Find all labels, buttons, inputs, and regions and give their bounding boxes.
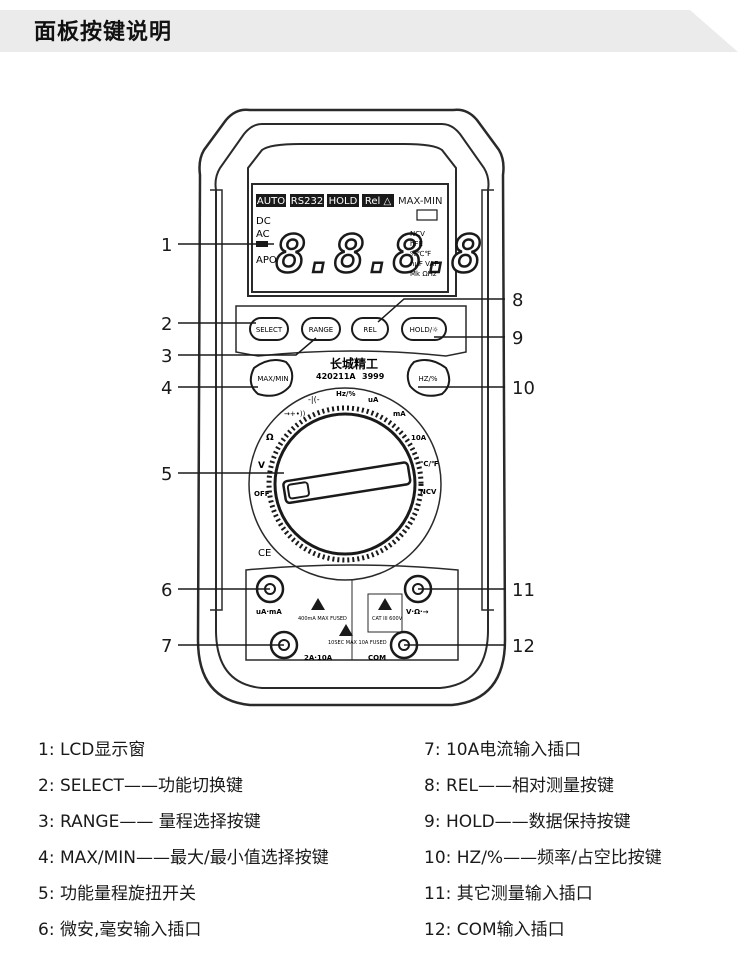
lcd-unit-ncv: NCV	[410, 230, 425, 238]
range-button[interactable]	[301, 317, 341, 341]
select-button[interactable]	[249, 317, 289, 341]
dial-ring-ticks	[266, 405, 424, 563]
svg-text:HOLD/☼: HOLD/☼	[410, 326, 439, 334]
title-banner	[0, 10, 738, 52]
svg-text:→+•)): →+•))	[284, 410, 306, 418]
warning-icon-v	[378, 598, 392, 610]
callout-1: 1	[161, 235, 172, 256]
callout-3: 3	[161, 346, 172, 367]
dial-ring-outer	[248, 387, 442, 581]
svg-text:10SEC MAX 10A FUSED: 10SEC MAX 10A FUSED	[328, 640, 387, 646]
svg-text:V: V	[258, 461, 265, 471]
lcd-apo: APO	[256, 255, 277, 266]
svg-text:mA: mA	[393, 410, 406, 418]
lcd-bezel	[247, 143, 457, 297]
warning-icon-10a	[339, 624, 353, 636]
lcd-auto: AUTO	[257, 196, 285, 207]
svg-text:Ω: Ω	[266, 433, 274, 443]
svg-text:CAT III 600V: CAT III 600V	[372, 616, 403, 622]
legend-item-10: 10: HZ/%——频率/占空比按键	[424, 848, 662, 868]
page-title: 面板按键说明	[34, 20, 173, 45]
svg-text:-|(-: -|(-	[308, 395, 320, 404]
svg-text:V·Ω·→: V·Ω·→	[406, 608, 429, 616]
svg-text:COM: COM	[368, 654, 386, 662]
legend-item-6: 6: 微安,毫安输入插口	[38, 920, 202, 940]
legend-item-7: 7: 10A电流输入插口	[424, 740, 582, 760]
svg-text:℃/℉: ℃/℉	[420, 460, 439, 468]
hold-button[interactable]	[401, 317, 447, 341]
lcd-hold: HOLD	[329, 196, 358, 207]
callout-2: 2	[161, 314, 172, 335]
callout-4: 4	[161, 378, 172, 399]
lcd-ac: AC	[256, 229, 270, 240]
legend-item-5: 5: 功能量程旋扭开关	[38, 884, 196, 904]
svg-text:REL: REL	[363, 326, 376, 334]
legend-item-2: 2: SELECT——功能切换键	[38, 776, 243, 796]
legend-item-8: 8: REL——相对测量按键	[424, 776, 614, 796]
lcd-rel: Rel △	[365, 196, 392, 207]
lcd-unit-hfe: hFE	[410, 240, 423, 248]
meter-outer-shell	[196, 108, 507, 707]
legend-right: 7: 10A电流输入插口 8: REL——相对测量按键 9: HOLD——数据保…	[424, 732, 662, 948]
legend-item-3: 3: RANGE—— 量程选择按键	[38, 812, 261, 832]
svg-text:400mA MAX FUSED: 400mA MAX FUSED	[298, 616, 347, 622]
svg-text:RANGE: RANGE	[309, 326, 333, 334]
legend-left: 1: LCD显示窗 2: SELECT——功能切换键 3: RANGE—— 量程…	[38, 732, 329, 948]
legend-item-12: 12: COM输入插口	[424, 920, 565, 940]
lcd-max-min: MAX-MIN	[398, 196, 443, 207]
svg-text:10A: 10A	[411, 434, 427, 442]
legend-item-4: 4: MAX/MIN——最大/最小值选择按键	[38, 848, 329, 868]
meter-inner-shell	[214, 123, 490, 689]
svg-text:HZ/%: HZ/%	[418, 375, 437, 383]
callout-10: 10	[512, 378, 535, 399]
svg-text:Hz/%: Hz/%	[336, 390, 356, 398]
svg-text:uA·mA: uA·mA	[256, 608, 282, 616]
lcd-unit-cap: nμF VAF	[410, 260, 438, 268]
brand-name: 长城精工	[330, 356, 378, 371]
lcd-screen	[251, 183, 449, 293]
callout-12: 12	[512, 636, 535, 657]
callout-8: 8	[512, 290, 523, 311]
warning-icon-ua	[311, 598, 325, 610]
callout-7: 7	[161, 636, 172, 657]
battery-icon	[416, 209, 438, 221]
svg-text:OFF: OFF	[254, 490, 270, 498]
rel-button[interactable]	[351, 317, 389, 341]
ce-mark: CE	[258, 548, 271, 559]
legend-item-1: 1: LCD显示窗	[38, 740, 146, 760]
legend-item-11: 11: 其它测量输入插口	[424, 884, 593, 904]
callout-11: 11	[512, 580, 535, 601]
brand-count: 3999	[362, 372, 385, 381]
lcd-rs232: RS232	[291, 196, 323, 207]
svg-text:NCV: NCV	[420, 488, 437, 496]
lcd-unit-temp: %℃℉	[410, 250, 432, 258]
callout-6: 6	[161, 580, 172, 601]
callout-9: 9	[512, 328, 523, 349]
lcd-dc: DC	[256, 216, 271, 227]
svg-text:2A·10A: 2A·10A	[304, 654, 333, 662]
svg-text:SELECT: SELECT	[256, 326, 283, 334]
legend-item-9: 9: HOLD——数据保持按键	[424, 812, 631, 832]
brand-model: 420211A	[316, 372, 356, 381]
lcd-unit-ohm: Mk ΩHz	[410, 270, 437, 278]
callout-5: 5	[161, 464, 172, 485]
svg-text:MAX/MIN: MAX/MIN	[257, 375, 288, 383]
terminal-panel	[245, 564, 459, 661]
svg-text:uA: uA	[368, 396, 379, 404]
lcd-digits: 8.8.8.8	[275, 225, 480, 285]
dial-pointer[interactable]	[282, 461, 412, 505]
